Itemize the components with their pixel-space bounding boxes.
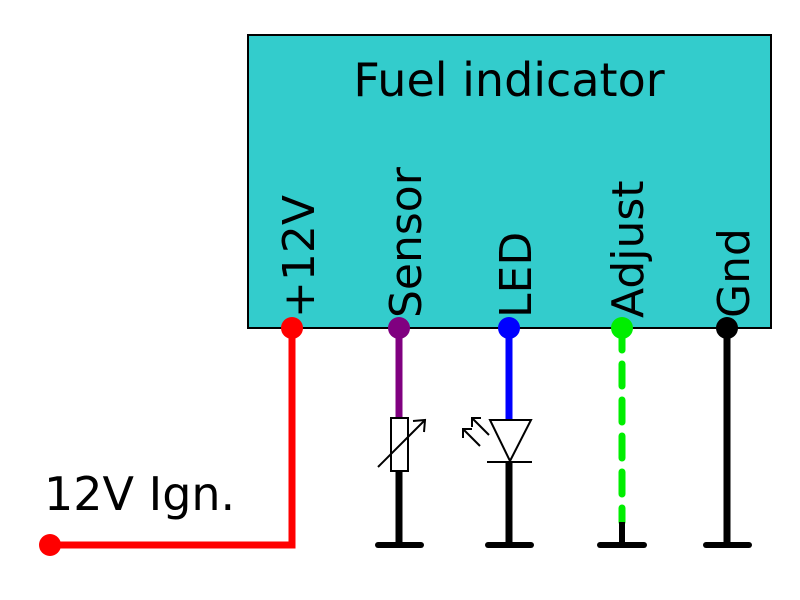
pin-label-adjust: Adjust [603, 180, 654, 318]
ignition-terminal [39, 534, 61, 556]
pin-terminal-sensor [388, 317, 410, 339]
fuel-indicator-module [247, 34, 772, 329]
pin-terminal-plus12v [281, 317, 303, 339]
pin-label-gnd: Gnd [709, 228, 760, 318]
pin-label-sensor: Sensor [381, 166, 432, 318]
wire-led [462, 317, 534, 548]
variable-resistor-icon [377, 417, 427, 472]
wire-plus12v [39, 317, 303, 556]
wire-sensor [375, 317, 427, 548]
pin-label-led: LED [491, 232, 542, 318]
module-title: Fuel indicator [353, 53, 664, 107]
pin-label-plus12v: +12V [274, 195, 325, 318]
pin-terminal-adjust [611, 317, 633, 339]
wire-adjust [597, 317, 647, 548]
led-icon [462, 417, 533, 464]
ignition-label: 12V Ign. [44, 467, 235, 521]
wire-gnd [703, 317, 752, 548]
pin-terminal-gnd [716, 317, 738, 339]
ignition-wire [50, 328, 296, 549]
pin-terminal-led [498, 317, 520, 339]
